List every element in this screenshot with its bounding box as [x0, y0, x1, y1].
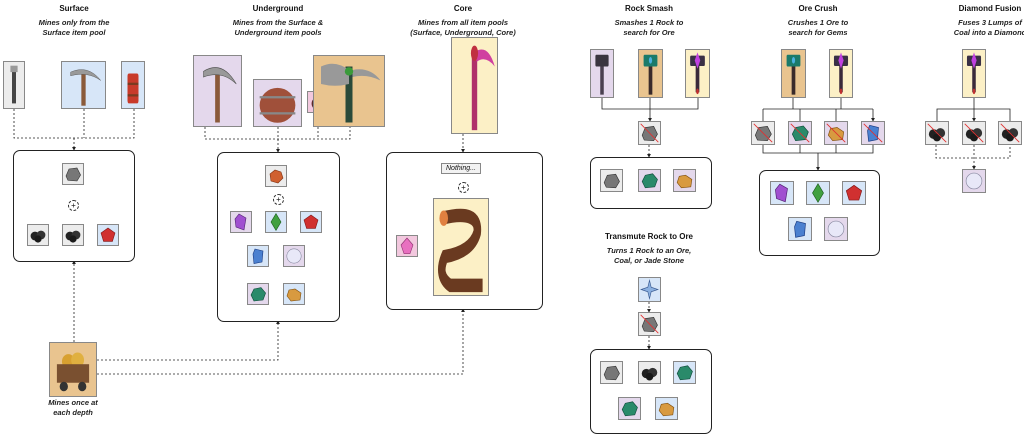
- rock-icon: [62, 163, 84, 185]
- ruby-icon: [300, 211, 322, 233]
- gem-hammer-icon: [829, 49, 853, 98]
- chisel-icon: [3, 61, 25, 109]
- core-title: Core: [453, 4, 473, 13]
- plus-icon: +: [68, 200, 79, 211]
- stone-hammer-icon: [590, 49, 614, 98]
- gold-ore-icon: [283, 283, 305, 305]
- surface-title: Surface: [59, 4, 89, 13]
- axe-icon: [313, 55, 385, 127]
- emerald-icon: [265, 211, 287, 233]
- plus-icon: +: [458, 182, 469, 193]
- diamond-icon: [962, 169, 986, 193]
- ore-crush-title: Ore Crush: [798, 4, 838, 13]
- jade-hammer-icon: [781, 49, 806, 98]
- transmute-title: Transmute Rock to Ore: [604, 232, 694, 241]
- pink-crystal-icon: [396, 235, 418, 257]
- jade-hammer-icon: [638, 49, 663, 98]
- transmute-subtitle: Turns 1 Rock to an Ore,Coal, or Jade Sto…: [606, 246, 692, 265]
- core-pickaxe-icon: [451, 37, 498, 134]
- jade-icon: [618, 397, 641, 420]
- coal-consumed-icon: [998, 121, 1022, 145]
- underground-title: Underground: [252, 4, 304, 13]
- coal-icon: [62, 224, 84, 246]
- diamond-fusion-title: Diamond Fusion: [958, 4, 1022, 13]
- amethyst-icon: [770, 181, 794, 205]
- gem-hammer-icon: [685, 49, 710, 98]
- diamond-icon: [824, 217, 848, 241]
- minecart-icon: [49, 342, 97, 397]
- gold-ore-icon: [673, 169, 696, 192]
- gold-consumed-icon: [824, 121, 848, 145]
- plus-icon: +: [273, 194, 284, 205]
- coal-icon: [27, 224, 49, 246]
- jade-consumed-icon: [788, 121, 812, 145]
- core-subtitle: Mines from all item pools(Surface, Under…: [410, 18, 516, 37]
- sapphire-icon: [788, 217, 812, 241]
- underground-subtitle: Mines from the Surface &Underground item…: [232, 18, 324, 37]
- coal-icon: [638, 361, 661, 384]
- jade-icon: [247, 283, 269, 305]
- ruby-icon: [97, 224, 119, 246]
- barrel-icon: [253, 79, 302, 127]
- sapphire-consumed-icon: [861, 121, 885, 145]
- rock-consumed-icon: [638, 121, 661, 145]
- copper-ore-icon: [265, 165, 287, 187]
- ruby-icon: [842, 181, 866, 205]
- jade-icon: [638, 169, 661, 192]
- emerald-icon: [806, 181, 830, 205]
- transmute-star-icon: [638, 277, 661, 302]
- coal-consumed-icon: [962, 121, 986, 145]
- nothing-label: Nothing...: [441, 163, 481, 174]
- gem-hammer-icon: [962, 49, 986, 98]
- dynamite-icon: [121, 61, 145, 109]
- rock-icon: [600, 169, 623, 192]
- gold-ore-icon: [655, 397, 678, 420]
- coal-consumed-icon: [925, 121, 949, 145]
- diamond-icon: [283, 245, 305, 267]
- rock-consumed-icon: [638, 312, 661, 336]
- pickaxe-icon: [61, 61, 106, 109]
- serpent-icon: [433, 198, 489, 296]
- rock-smash-title: Rock Smash: [624, 4, 674, 13]
- sapphire-icon: [247, 245, 269, 267]
- jade-icon: [673, 361, 696, 384]
- rock-consumed-icon: [751, 121, 775, 145]
- amethyst-icon: [230, 211, 252, 233]
- rock-icon: [600, 361, 623, 384]
- pickaxe-icon: [193, 55, 242, 127]
